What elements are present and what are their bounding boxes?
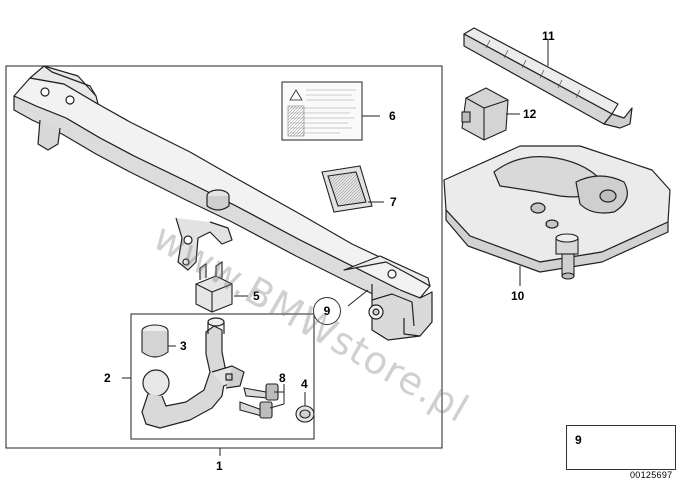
callout-10: 10 (511, 289, 525, 303)
callout-2: 2 (104, 371, 111, 385)
callout-9-text: 9 (323, 304, 331, 318)
callout-4: 4 (301, 377, 308, 391)
callout-12: 12 (523, 107, 537, 121)
callout-3: 3 (180, 339, 187, 353)
assembly-frame (5, 65, 443, 449)
foam-insert-part-10 (443, 145, 671, 273)
callout-6: 6 (389, 109, 396, 123)
callout-5: 5 (253, 289, 260, 303)
plate-part-7 (321, 165, 373, 213)
ball-hitch-group-frame (130, 313, 315, 440)
socket-holder-part-5 (195, 260, 233, 313)
ball-cap-part-3 (141, 324, 169, 358)
warning-label-part-6 (281, 81, 363, 141)
document-number: 00125697 (630, 470, 673, 480)
keys-part-8 (239, 383, 279, 419)
mount-bolt-part-10 (555, 233, 579, 280)
callout-8: 8 (279, 371, 286, 385)
callout-11: 11 (542, 29, 555, 43)
inset-label: 9 (575, 433, 582, 447)
towbar-crossbeam (13, 65, 433, 341)
clip-part-12 (461, 87, 509, 141)
inset-legend-box: 9 (566, 425, 676, 470)
bracket-rail-part-11 (463, 27, 633, 129)
cover-cap-part-4 (295, 405, 315, 423)
callout-7: 7 (390, 195, 397, 209)
callout-9: 9 (313, 297, 341, 325)
ball-neck-part-2 (141, 317, 245, 429)
callout-1: 1 (216, 459, 223, 473)
